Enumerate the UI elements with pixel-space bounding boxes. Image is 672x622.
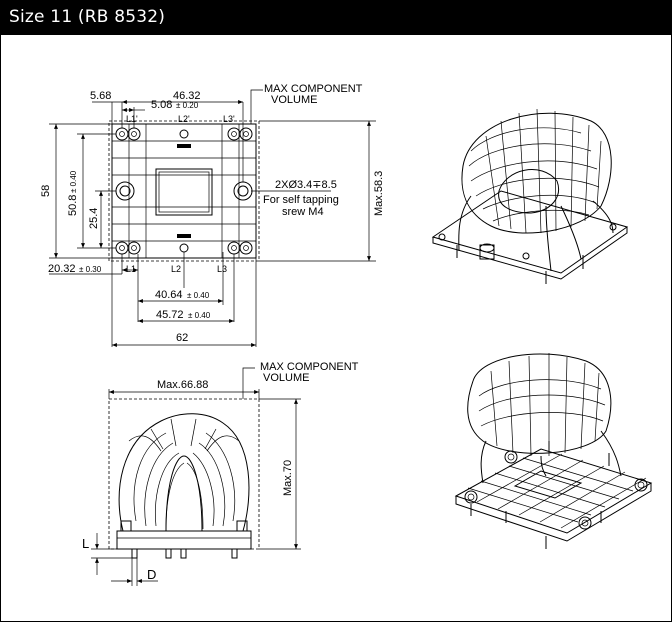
- page-title: Size 11 (RB 8532): [9, 7, 166, 27]
- pin-label-l2: L2: [171, 264, 181, 274]
- top-view-drawing: [49, 89, 376, 347]
- pin-label-l1-prime: L1': [126, 114, 138, 124]
- max-volume-outline: [108, 120, 260, 262]
- dim-45-72: 45.72: [156, 309, 184, 321]
- toroid-side-shape: [118, 413, 250, 532]
- dim-20-32: 20.32: [48, 263, 76, 275]
- dim-50-8-tol: ± 0.40: [69, 170, 78, 193]
- dim-46-32: 46.32: [173, 90, 201, 102]
- pin-label-l1: L1: [126, 264, 136, 274]
- dim-5-08: 5.08: [151, 99, 172, 111]
- dim-45-72-tol: ± 0.40: [188, 311, 211, 320]
- dim-max-70: Max.70: [282, 460, 294, 496]
- dim-50-8: 50.8: [67, 195, 79, 216]
- pin-label-l3-prime: L3': [223, 114, 235, 124]
- dim-40-64: 40.64: [155, 289, 183, 301]
- header-bar: Size 11 (RB 8532): [1, 1, 671, 35]
- dim-62: 62: [176, 332, 188, 344]
- max-volume-note-top-l1: MAX COMPONENT: [264, 83, 363, 95]
- dim-20-32-tol: ± 0.30: [79, 265, 102, 274]
- dim-25-4: 25.4: [88, 208, 100, 229]
- max-volume-note-side-l1: MAX COMPONENT: [260, 361, 359, 373]
- pin-label-l3: L3: [217, 264, 227, 274]
- hole-note-l3: srew M4: [282, 206, 324, 218]
- pin-holes: [115, 127, 253, 255]
- side-view-drawing: [91, 367, 301, 586]
- dim-40-64-tol: ± 0.40: [187, 291, 210, 300]
- base-plate-grid: [112, 124, 256, 258]
- max-volume-note-side-l2: VOLUME: [263, 372, 309, 384]
- dim-label-d: D: [147, 567, 156, 582]
- pin-label-l2-prime: L2': [178, 114, 190, 124]
- dim-label-l: L: [82, 536, 89, 551]
- dim-5-68: 5.68: [90, 90, 111, 102]
- dim-max-58-3: Max.58.3: [373, 171, 385, 216]
- dim-max-66-88: Max.66.88: [157, 379, 208, 391]
- inductor-3d-view-bottom: [454, 353, 653, 549]
- inductor-3d-view-top: [431, 108, 629, 284]
- max-volume-note-top-l2: VOLUME: [271, 94, 317, 106]
- hole-note-l2: For self tapping: [263, 194, 339, 206]
- dim-5-08-tol: ± 0.20: [176, 101, 199, 110]
- dim-58: 58: [40, 185, 52, 197]
- hole-note-l1: 2XØ3.4∓8.5: [275, 179, 337, 191]
